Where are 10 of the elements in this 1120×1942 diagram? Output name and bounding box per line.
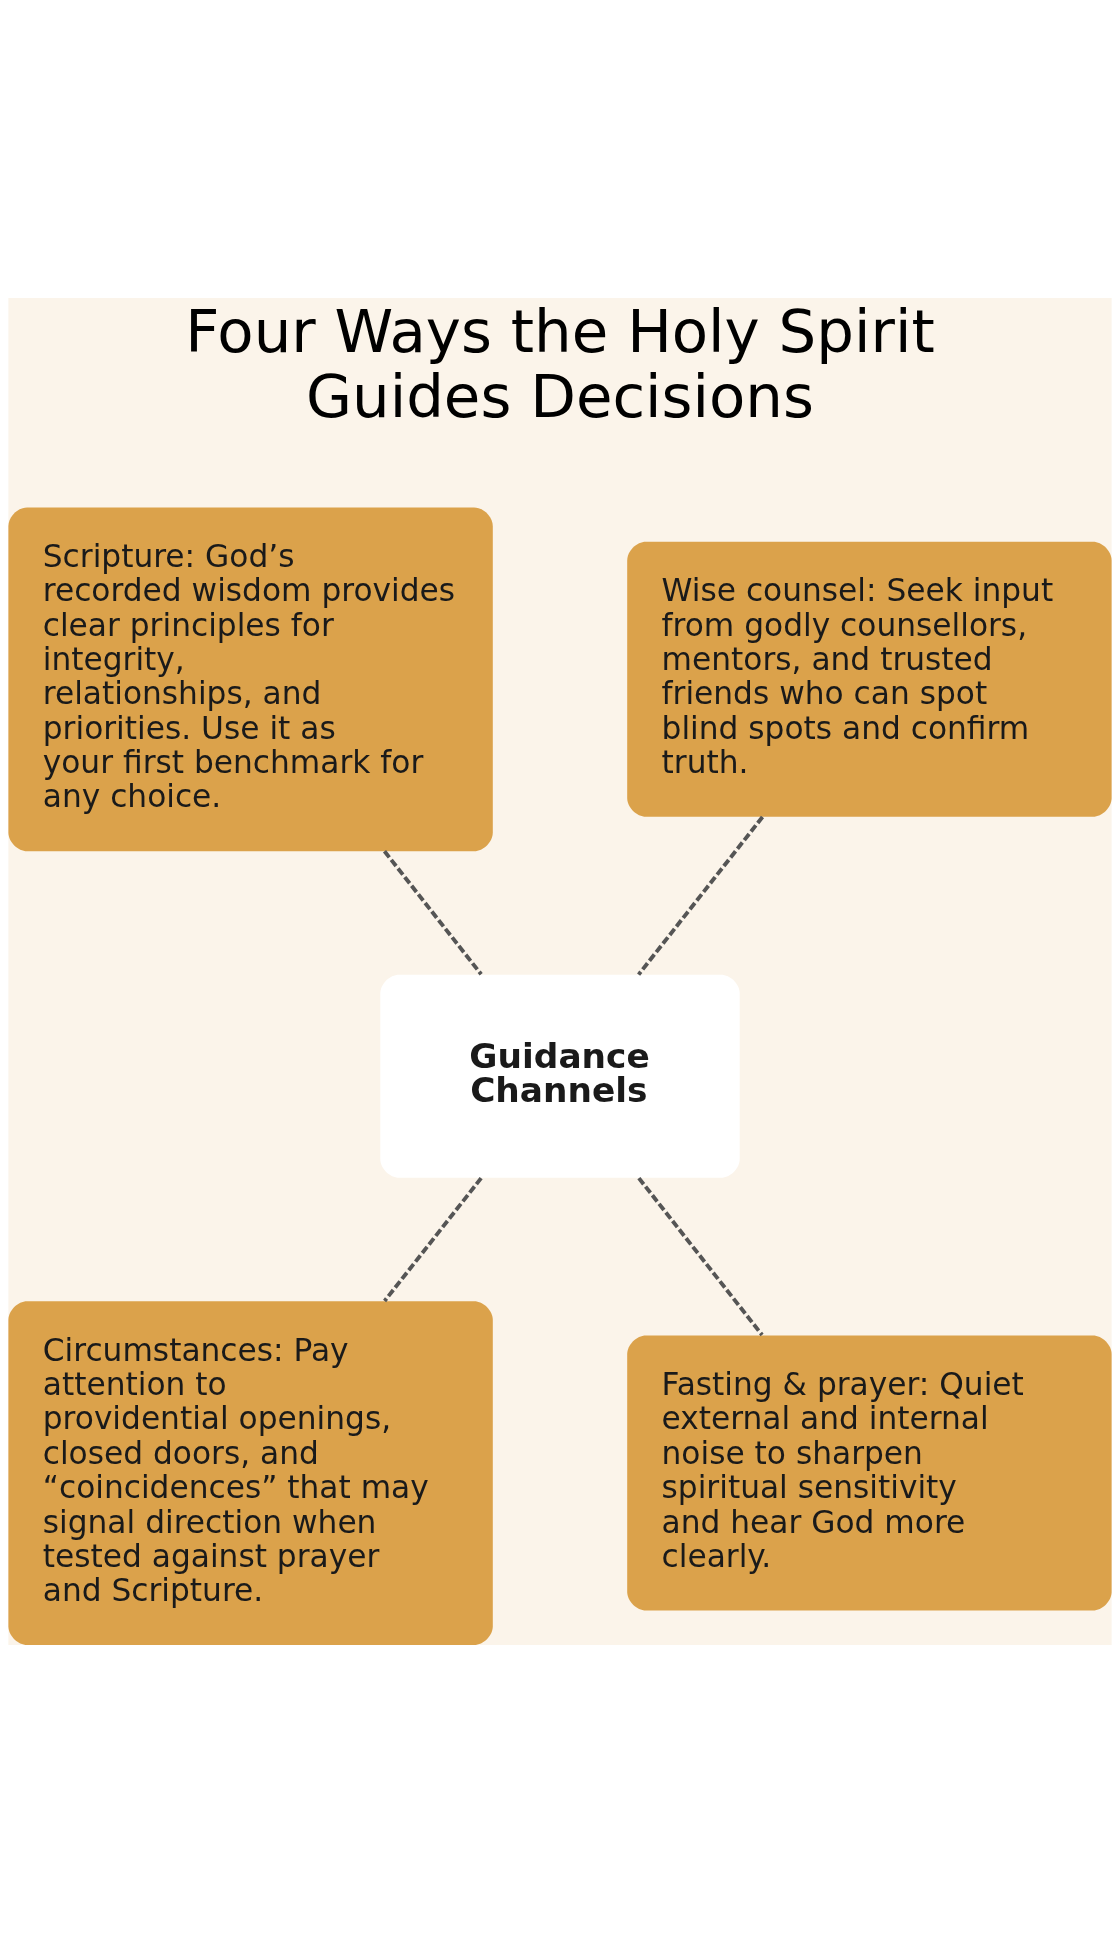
- connector: [383, 1176, 483, 1302]
- diagram-title: Four Ways the Holy Spirit Guides Decisions: [185, 296, 935, 431]
- node-box: Guidance Channels: [380, 974, 740, 1178]
- node-box: Circumstances: Pay attention to providential openings, closed doors, and “coincidences” that may signal direction when tested against prayer and Scripture.: [8, 1300, 493, 1645]
- connector: [637, 815, 765, 976]
- node-box: Wise counsel: Seek input from godly counsellors, mentors, and trusted friends who can spot blind spots and confirm truth.: [627, 541, 1112, 817]
- node-box: Scripture: God’s recorded wisdom provides clear principles for integrity, relationships, and priorities. Use it as your first benchmark for any choice.: [8, 506, 493, 851]
- connector: [637, 1176, 764, 1336]
- connector: [382, 849, 483, 976]
- node-box: Fasting & prayer: Quiet external and internal noise to sharpen spiritual sensitivity and hear God more clearly.: [627, 1335, 1112, 1611]
